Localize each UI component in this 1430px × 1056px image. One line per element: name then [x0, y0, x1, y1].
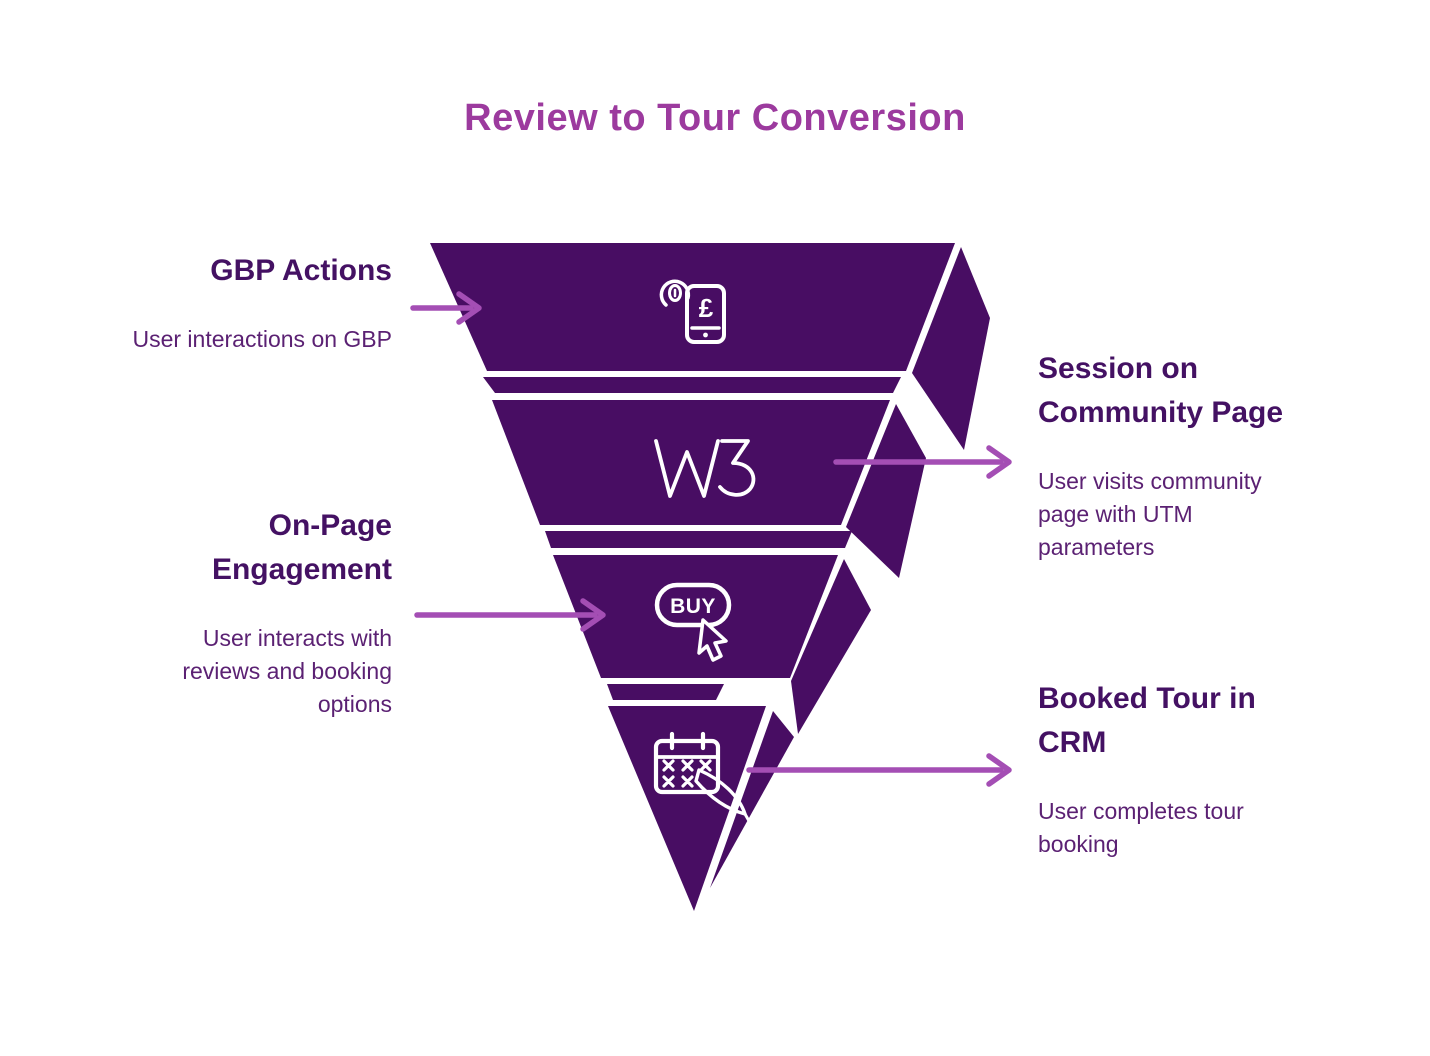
stage-description: User completes tour booking [1038, 798, 1244, 857]
calendar-hangers [669, 731, 706, 751]
w3-logo-icon [654, 439, 756, 498]
phone-home-dot [703, 332, 708, 338]
buy-button-cursor-icon: BUY [654, 582, 732, 662]
funnel-tier-3-front [553, 555, 838, 678]
stage-description: User interactions on GBP [132, 326, 392, 352]
funnel-tier-4-front [608, 706, 766, 911]
funnel [430, 243, 990, 911]
arrow-gbp-actions [410, 291, 482, 325]
w3-letter-w [654, 439, 720, 498]
calendar-outline [653, 738, 721, 795]
stage-heading: GBP Actions [210, 254, 392, 287]
stage-label-on-page-engagement: On-Page Engagement User interacts with r… [62, 504, 392, 721]
page-title: Review to Tour Conversion [464, 97, 966, 139]
stage-description: User interacts with reviews and booking … [182, 625, 392, 717]
funnel-tier-1-lip [483, 377, 901, 393]
buy-button-outline [654, 582, 732, 628]
calendar-booking-icon [653, 731, 751, 823]
funnel-tier-1-side [912, 247, 990, 450]
stage-description: User visits community page with UTM para… [1038, 468, 1262, 560]
funnel-tier-2-side [846, 404, 926, 578]
funnel-tier-1-front [430, 243, 955, 371]
pound-sign: £ [699, 293, 714, 323]
fingerprint-phone-pound-icon: £ [659, 279, 726, 344]
funnel-tier-2-lip [545, 531, 852, 548]
phone-outline [685, 284, 726, 344]
stage-heading: Booked Tour in CRM [1038, 682, 1256, 759]
pen-tip [743, 812, 751, 823]
stage-heading: On-Page Engagement [211, 509, 392, 586]
fingerprint-inner-oval [668, 284, 682, 302]
cursor-pointer [697, 618, 728, 662]
stage-label-booked-tour-crm: Booked Tour in CRM User completes tour b… [1038, 677, 1368, 861]
calendar-x-marks [662, 759, 712, 788]
stage-label-gbp-actions: GBP Actions User interactions on GBP [22, 249, 392, 356]
funnel-tier-4-side [710, 711, 794, 888]
buy-button-label: BUY [670, 595, 716, 618]
stage-heading: Session on Community Page [1038, 352, 1284, 429]
arrow-session-community-page [833, 445, 1012, 479]
arrows [410, 291, 1012, 787]
funnel-tier-3-lip [607, 684, 724, 700]
funnel-tier-3-side [791, 559, 871, 734]
stage-label-session-community-page: Session on Community Page User visits co… [1038, 347, 1368, 564]
arrow-on-page-engagement [414, 598, 606, 632]
arrow-booked-tour-crm [746, 753, 1012, 787]
w3-letter-3 [718, 439, 756, 497]
